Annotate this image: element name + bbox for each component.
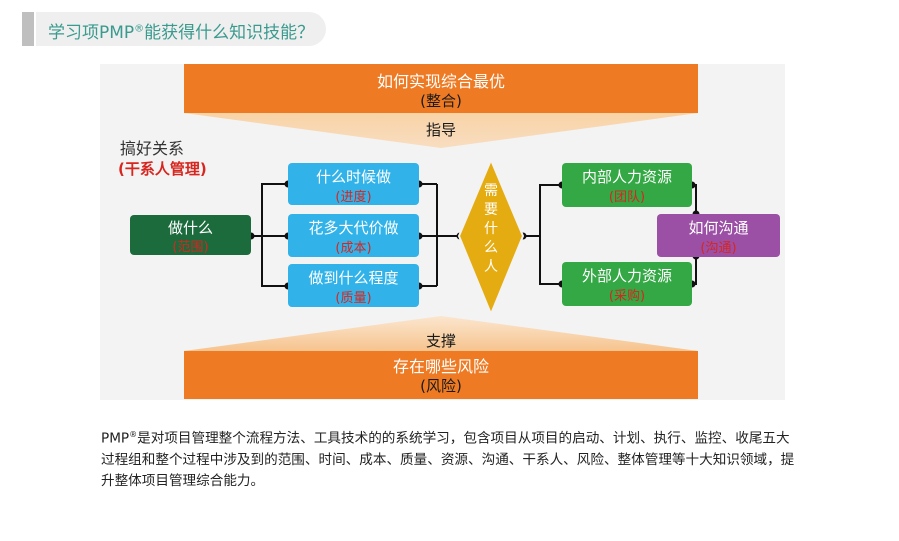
communication-box: 如何沟通 (沟通) <box>657 214 780 257</box>
communication-box-title: 如何沟通 <box>688 219 749 237</box>
external-hr-sub: (采购) <box>608 289 646 304</box>
top-banner-title: 如何实现综合最优 <box>376 72 505 91</box>
description-paragraph: PMP®是对项目管理整个流程方法、工具技术的的系统学习，包含项目从项目的启动、计… <box>101 430 795 489</box>
diamond-shape <box>457 157 525 317</box>
bottom-banner <box>184 351 698 399</box>
diagram-graphics <box>184 64 700 399</box>
stakeholder-sublabel: (干系人管理) <box>118 160 207 178</box>
pmp-knowledge-diagram: 如何实现综合最优 (整合) 指导 支撑 存在哪些风险 (风险) 搞好关系 (干系… <box>100 64 785 400</box>
quality-box: 做到什么程度 (质量) <box>288 264 419 307</box>
bottom-banner-title: 存在哪些风险 <box>392 357 489 376</box>
cost-box: 花多大代价做 (成本) <box>288 214 419 257</box>
diamond-char: 什 <box>484 221 498 237</box>
quality-box-sub: (质量) <box>335 291 372 306</box>
scope-box-title: 做什么 <box>167 219 213 237</box>
section-header: 学习项PMP®能获得什么知识技能？ <box>22 12 327 46</box>
header-pill <box>36 12 326 46</box>
bottom-arrow <box>184 316 698 351</box>
schedule-box-title: 什么时候做 <box>315 168 391 186</box>
header-title: 学习项PMP®能获得什么知识技能？ <box>48 23 315 43</box>
stakeholder-label: 搞好关系 <box>120 139 185 158</box>
internal-hr-title: 内部人力资源 <box>581 168 672 186</box>
header-accent-bar <box>22 12 34 46</box>
diamond-char: 要 <box>484 202 498 218</box>
cost-box-sub: (成本) <box>335 241 372 256</box>
internal-hr-sub: (团队) <box>608 190 646 205</box>
top-arrow <box>184 113 698 148</box>
schedule-box: 什么时候做 (进度) <box>288 163 419 205</box>
diamond-char: 需 <box>484 183 498 199</box>
diamond-char: 么 <box>484 240 498 256</box>
guide-label: 指导 <box>425 121 456 139</box>
scope-box: 做什么 (范围) <box>130 215 251 255</box>
external-hr-box: 外部人力资源 (采购) <box>562 262 692 306</box>
cost-box-title: 花多大代价做 <box>308 219 399 237</box>
top-banner-subtitle: (整合) <box>420 92 462 110</box>
bottom-banner-subtitle: (风险) <box>420 377 462 395</box>
internal-hr-box: 内部人力资源 (团队) <box>562 163 692 207</box>
support-label: 支撑 <box>425 332 456 350</box>
communication-box-sub: (沟通) <box>700 241 737 256</box>
top-banner <box>184 64 698 113</box>
external-hr-title: 外部人力资源 <box>581 267 672 285</box>
diamond-label: 需 要 什 么 人 <box>481 182 501 277</box>
diamond-char: 人 <box>484 259 498 275</box>
quality-box-title: 做到什么程度 <box>308 269 399 287</box>
schedule-box-sub: (进度) <box>335 190 372 205</box>
scope-box-sub: (范围) <box>172 240 209 255</box>
